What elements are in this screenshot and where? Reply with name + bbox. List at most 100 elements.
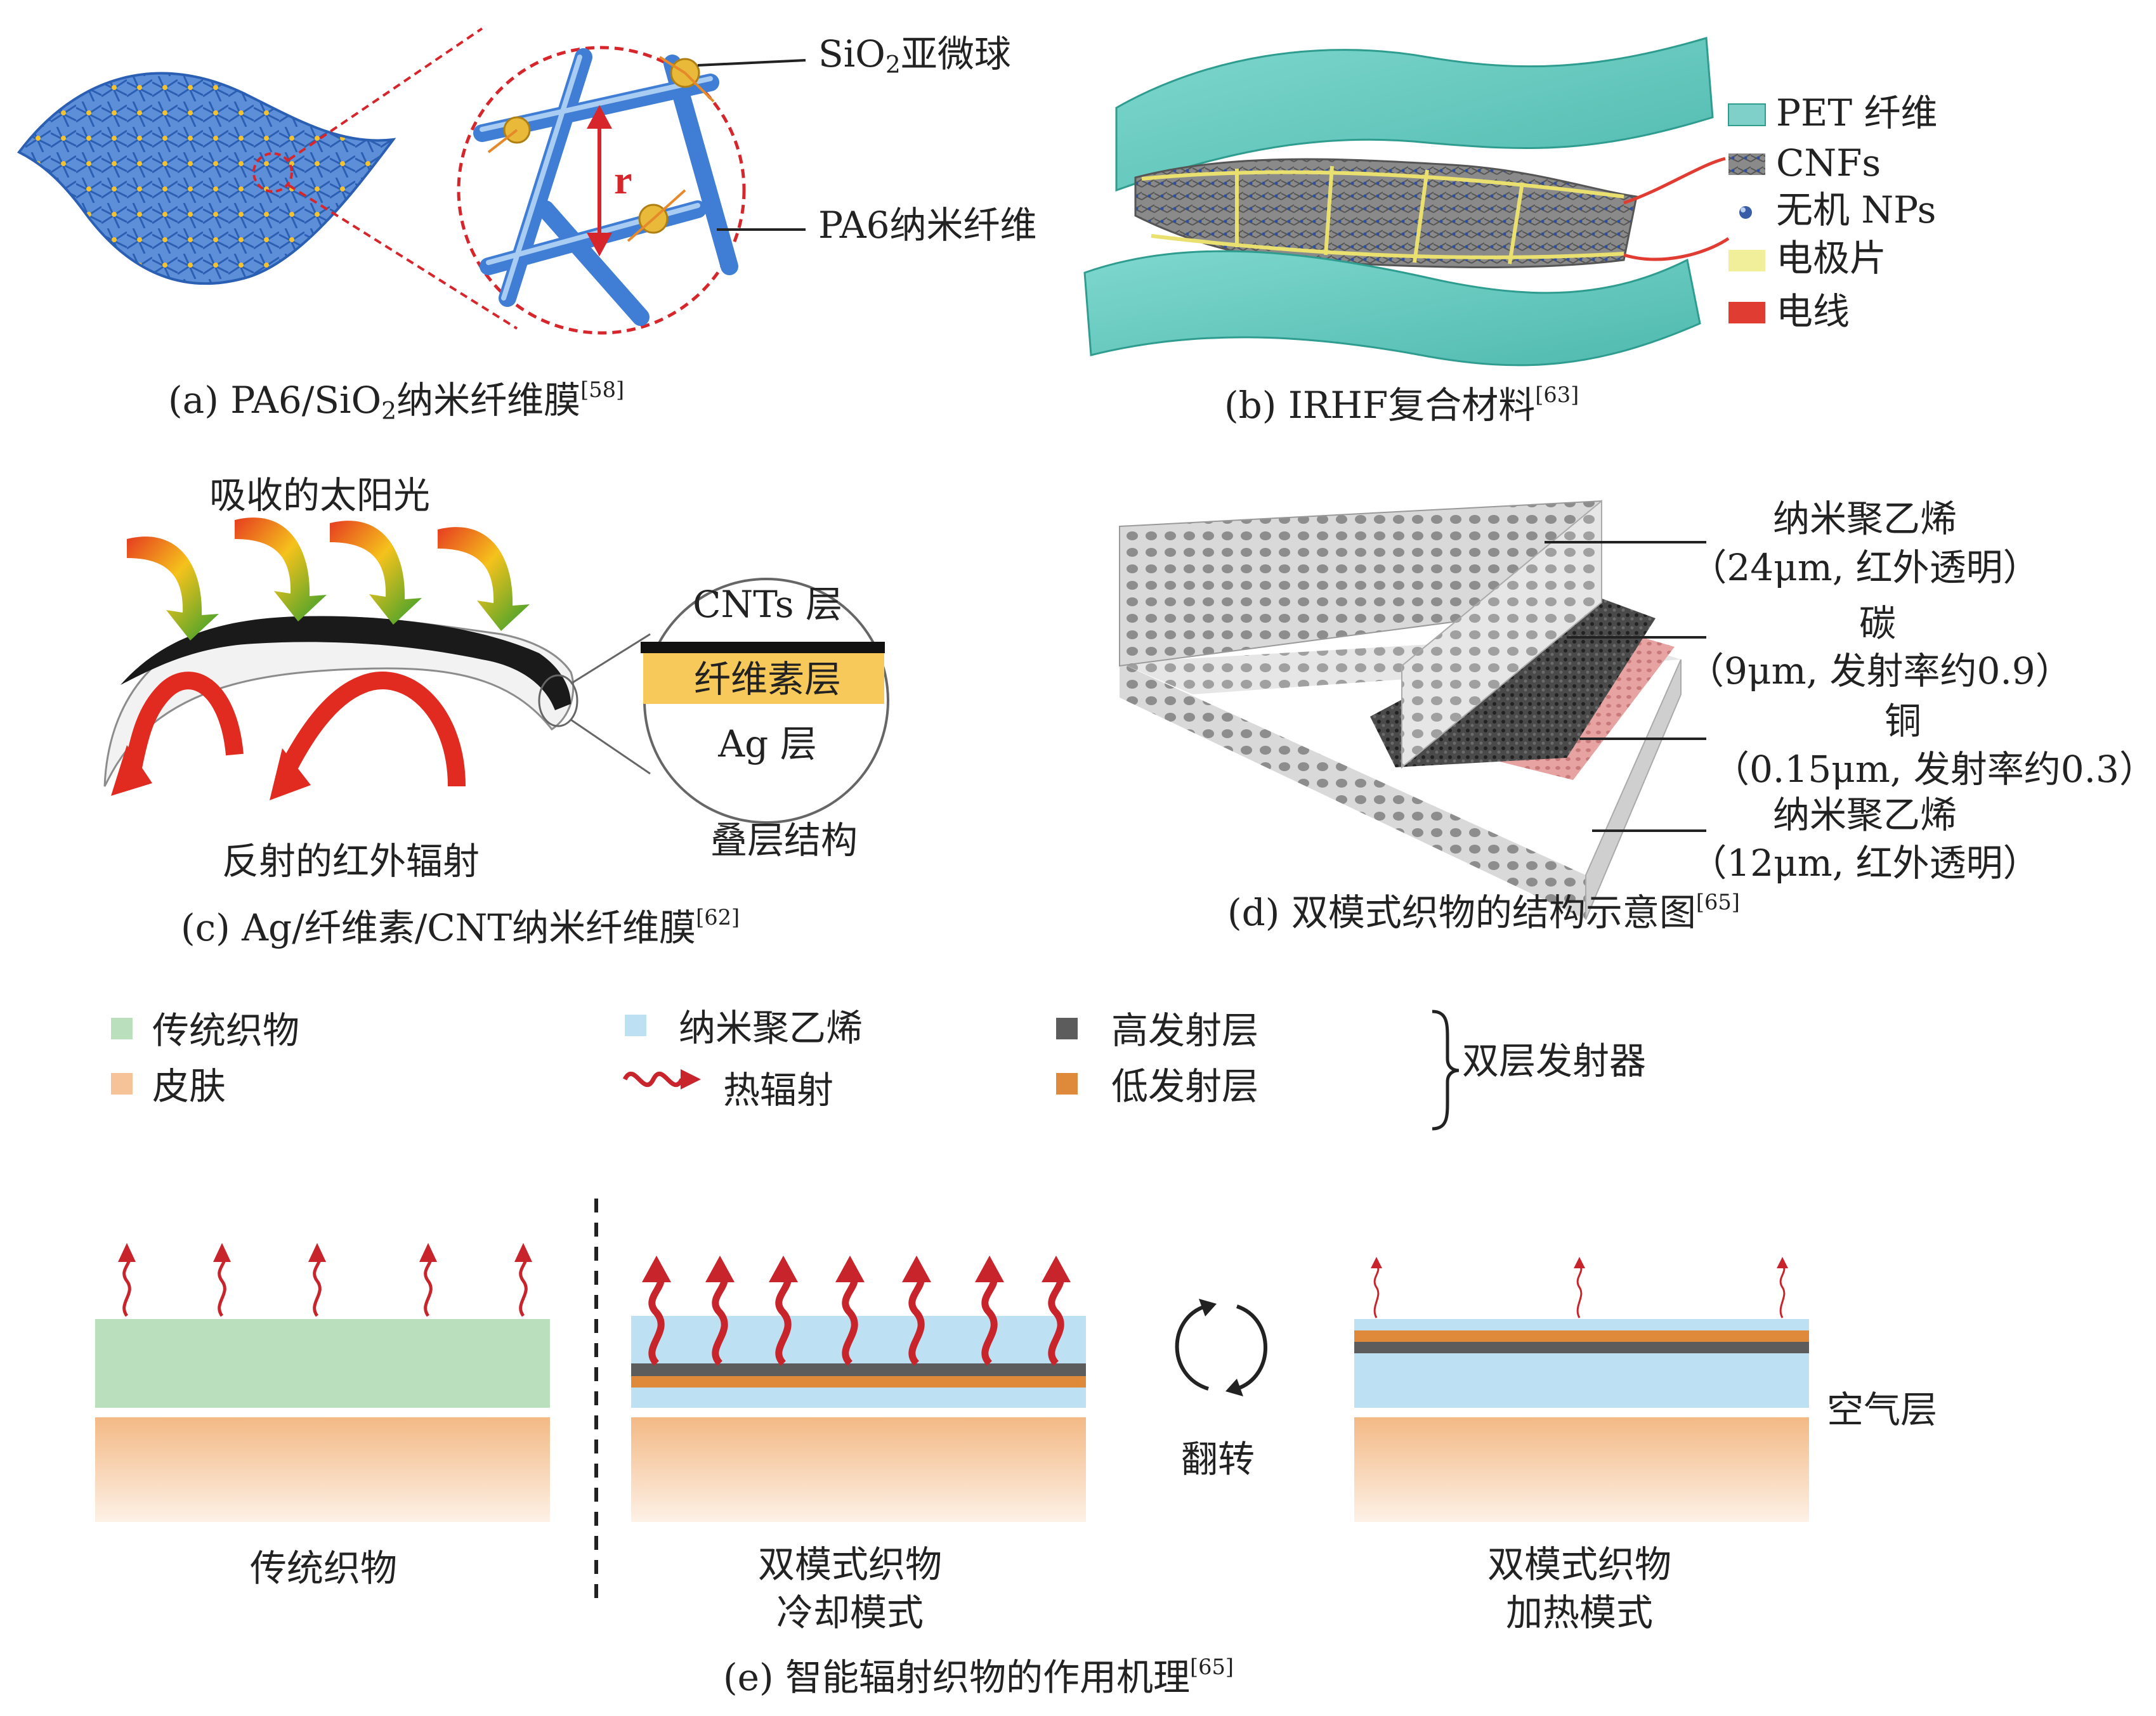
wire	[1623, 157, 1726, 205]
absorbed-sunlight-label: 吸收的太阳光	[209, 474, 431, 517]
legend-swatch-nps	[1739, 206, 1752, 219]
pet-fiber-top-layer	[1115, 37, 1714, 192]
heating-low-emissivity-layer	[1354, 1330, 1809, 1342]
bottom-nano-pe-right	[1585, 659, 1682, 920]
legend-label-electrode: 电极片	[1776, 237, 1887, 280]
legend-swatch-wire	[1728, 302, 1765, 323]
legend-swatch-skin	[111, 1073, 133, 1095]
legend-high-label: 高发射层	[1111, 1009, 1259, 1052]
air-layer-label: 空气层	[1827, 1388, 1938, 1431]
r-label: r	[614, 157, 632, 202]
layer-detail-carbon: （9μm, 发射率约0.9）	[1687, 649, 2072, 692]
cellulose-layer-band	[643, 653, 884, 704]
callout-pa6-nanofiber: PA6纳米纤维	[818, 204, 1037, 247]
traditional-fabric-layer	[95, 1319, 550, 1408]
heating-high-emissivity-layer	[1354, 1342, 1809, 1353]
ir-arrowhead	[111, 745, 152, 796]
r-distance-arrow	[586, 105, 613, 257]
cooling-high-emissivity-layer	[631, 1363, 1086, 1376]
skin-layer	[95, 1417, 550, 1522]
legend-brace	[1432, 1010, 1460, 1131]
zoom-origin-ellipse	[538, 674, 578, 727]
panel-a: r	[16, 27, 806, 335]
cooling-nanope-bottom	[631, 1388, 1086, 1408]
cnt-top-surface	[121, 616, 571, 710]
zoom-line-bottom	[287, 184, 518, 330]
legend-label-wire: 电线	[1776, 290, 1850, 333]
panel-b	[1083, 37, 1766, 367]
callout-sio2-microsphere: SiO2亚微球	[818, 32, 1011, 79]
legend-swatch-high	[1056, 1018, 1078, 1039]
thermal-radiation-arrows-heating	[1373, 1264, 1786, 1318]
callout-leader-sio2	[697, 59, 806, 67]
zoom-line-top	[287, 27, 483, 161]
layer-label-nano-pe-bottom: 纳米聚乙烯	[1772, 793, 1957, 836]
legend-low-label: 低发射层	[1111, 1065, 1259, 1108]
layer-stack-zoom	[641, 578, 889, 824]
legend-swatch-electrode	[1728, 250, 1765, 271]
legend-label-nps: 无机 NPs	[1776, 188, 1937, 231]
layer-label-copper: 铜	[1884, 699, 1921, 743]
panel-e	[95, 1010, 1809, 1604]
zoom-line	[570, 718, 651, 775]
layer-label-nano-pe-top: 纳米聚乙烯	[1772, 497, 1957, 540]
caption-a: (a) PA6/SiO2纳米纤维膜[58]	[168, 377, 625, 425]
cooling-skin-layer	[631, 1417, 1086, 1522]
cooling-nanope-layer	[631, 1316, 1086, 1363]
top-nano-pe-right	[1401, 499, 1602, 769]
cooling-mode-label-2: 冷却模式	[776, 1591, 924, 1634]
legend-nanope-label: 纳米聚乙烯	[679, 1006, 863, 1050]
pet-fiber-bottom-layer	[1083, 250, 1701, 367]
layer-detail-copper: （0.15μm, 发射率约0.3）	[1713, 748, 2156, 791]
heating-skin-layer	[1354, 1417, 1809, 1522]
caption-e: (e) 智能辐射织物的作用机理[65]	[723, 1654, 1234, 1700]
legend-skin-label: 皮肤	[152, 1065, 226, 1108]
heating-mode-label-1: 双模式织物	[1487, 1543, 1671, 1586]
ag-layer-label: Ag 层	[718, 722, 817, 765]
caption-d: (d) 双模式织物的结构示意图[65]	[1227, 890, 1740, 935]
cooling-mode-label-1: 双模式织物	[757, 1543, 942, 1586]
heating-nanope-top	[1354, 1319, 1809, 1330]
wire	[1623, 237, 1730, 261]
legend-bilayer-label: 双层发射器	[1462, 1039, 1647, 1082]
panel-d	[1119, 499, 1706, 920]
thermal-radiation-arrows-cooling	[648, 1268, 1064, 1366]
flip-label: 翻转	[1180, 1438, 1255, 1481]
legend-label-pet: PET 纤维	[1776, 91, 1938, 134]
zoom-line	[570, 633, 651, 685]
cnt-layer-band	[641, 642, 885, 653]
legend-thermal-label: 热辐射	[723, 1069, 834, 1112]
figure-canvas: r	[16, 27, 2156, 1700]
legend-label-cnfs: CNFs	[1776, 141, 1881, 185]
traditional-fabric-label: 传统织物	[249, 1547, 397, 1590]
figure-graphics: r	[16, 27, 1809, 1604]
absorbed-sunlight-arrows	[127, 517, 530, 640]
reflected-ir-arrows	[124, 672, 466, 787]
cooling-low-emissivity-layer	[631, 1376, 1086, 1388]
cellulose-layer-label: 纤维素层	[693, 658, 841, 701]
bottom-nano-pe-layer-side	[1120, 663, 1586, 920]
panel-b-legend	[1728, 103, 1766, 323]
panel-c	[103, 517, 889, 824]
legend-swatch-nanope	[625, 1015, 646, 1036]
heating-mode-label-2: 加热模式	[1505, 1591, 1653, 1634]
reflected-ir-label: 反射的红外辐射	[222, 840, 480, 883]
legend-traditional-label: 传统织物	[152, 1009, 300, 1052]
flip-cycle-icon	[1175, 1304, 1267, 1391]
electrode-strips	[1141, 166, 1624, 264]
zoom-origin-circle	[252, 152, 293, 193]
legend-swatch-low	[1056, 1073, 1078, 1095]
zoom-circle: r	[457, 46, 746, 335]
legend-swatch-pet	[1728, 103, 1766, 126]
nanofiber-membrane-illustration	[16, 72, 396, 285]
legend-thermal-arrow	[622, 1069, 701, 1089]
caption-b: (b) IRHF复合材料[63]	[1224, 382, 1579, 427]
caption-c: (c) Ag/纤维素/CNT纳米纤维膜[62]	[181, 905, 740, 950]
ir-arrowhead	[270, 748, 311, 800]
stack-structure-label: 叠层结构	[710, 819, 858, 862]
legend-swatch-cnfs	[1728, 153, 1765, 175]
heating-nanope-bottom	[1354, 1353, 1809, 1408]
layer-detail-nano-pe-bottom: （12μm, 红外透明）	[1690, 842, 2040, 885]
layer-label-carbon: 碳	[1859, 602, 1896, 645]
legend-swatch-traditional	[111, 1018, 133, 1039]
